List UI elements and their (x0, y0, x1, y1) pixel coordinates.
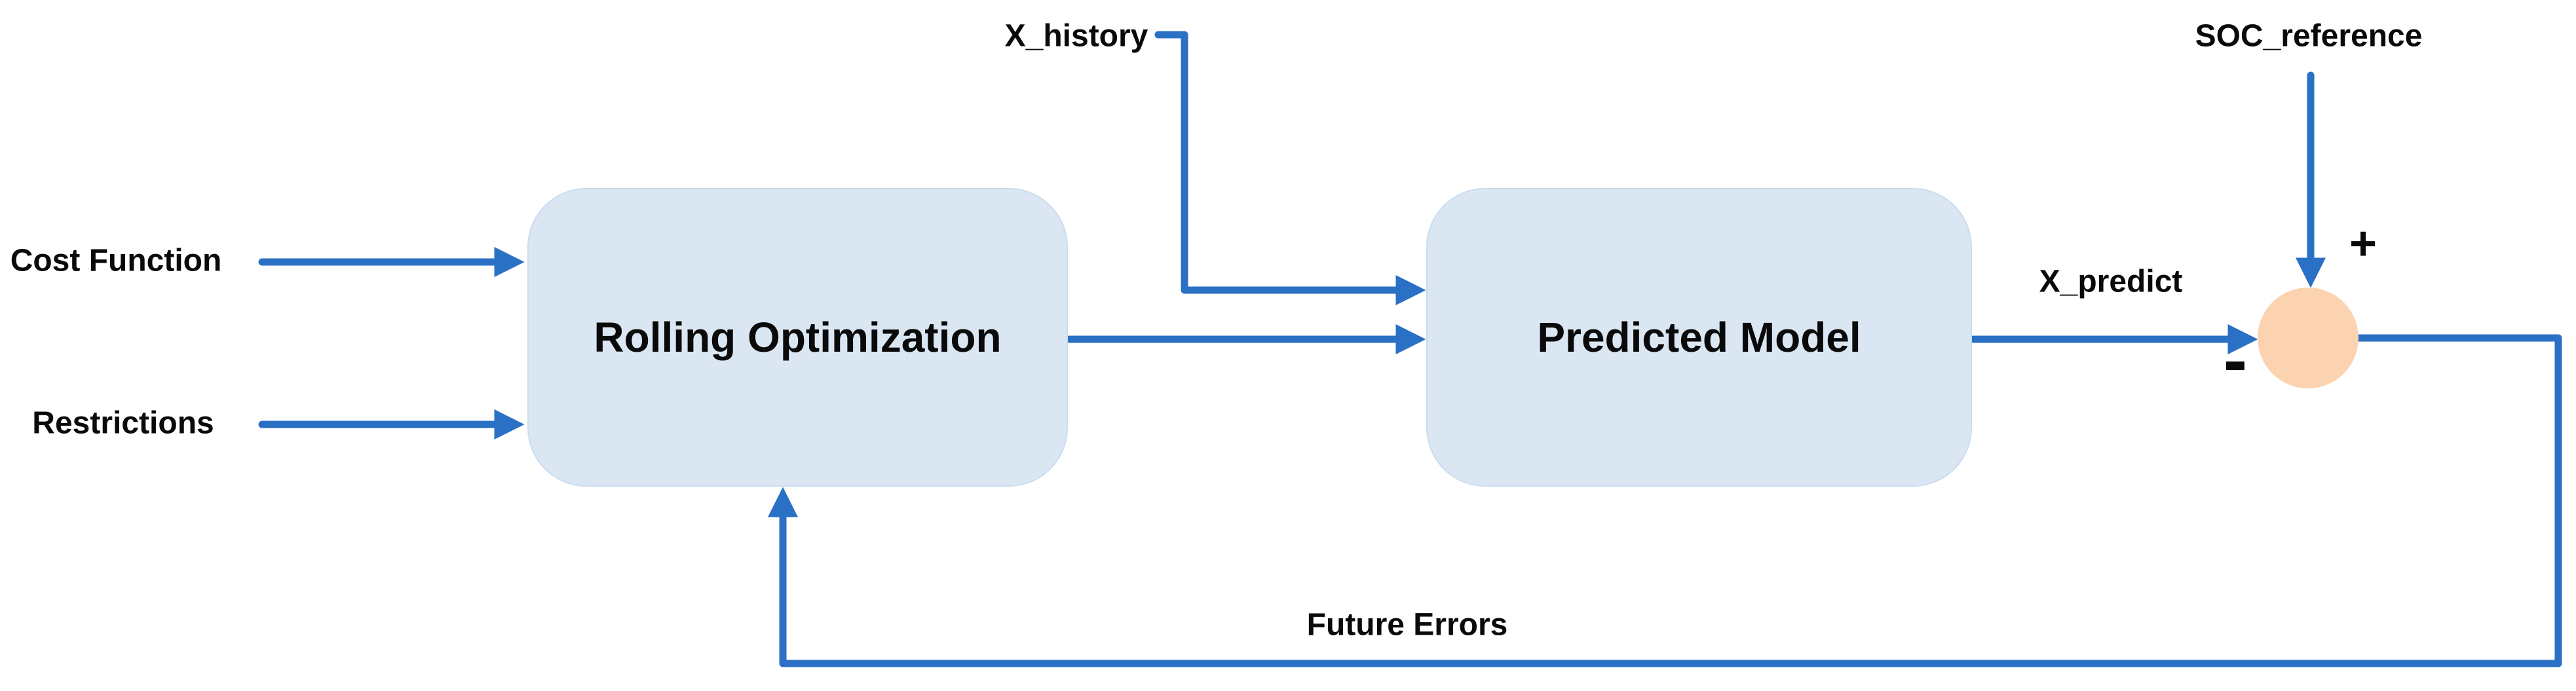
cost-function-label: Cost Function (10, 243, 222, 278)
predicted-model-title: Predicted Model (1537, 314, 1861, 361)
rolling-optimization-title: Rolling Optimization (594, 314, 1002, 361)
predicted-model-block: Predicted Model (1426, 188, 1972, 487)
x-history-label: X_history (1004, 18, 1148, 54)
future-errors-label: Future Errors (1306, 607, 1508, 643)
plus-sign: + (2349, 217, 2377, 270)
restrictions-label: Restrictions (32, 405, 214, 441)
x-history-connector-arrow (1154, 31, 1426, 306)
minus-sign: - (2223, 320, 2248, 400)
feedback-connector-arrow (767, 334, 2562, 667)
soc-reference-label: SOC_reference (2195, 18, 2423, 54)
x-predict-label: X_predict (2039, 264, 2183, 299)
rolling-optimization-block: Rolling Optimization (527, 188, 1068, 487)
sum-junction-circle (2258, 288, 2358, 388)
